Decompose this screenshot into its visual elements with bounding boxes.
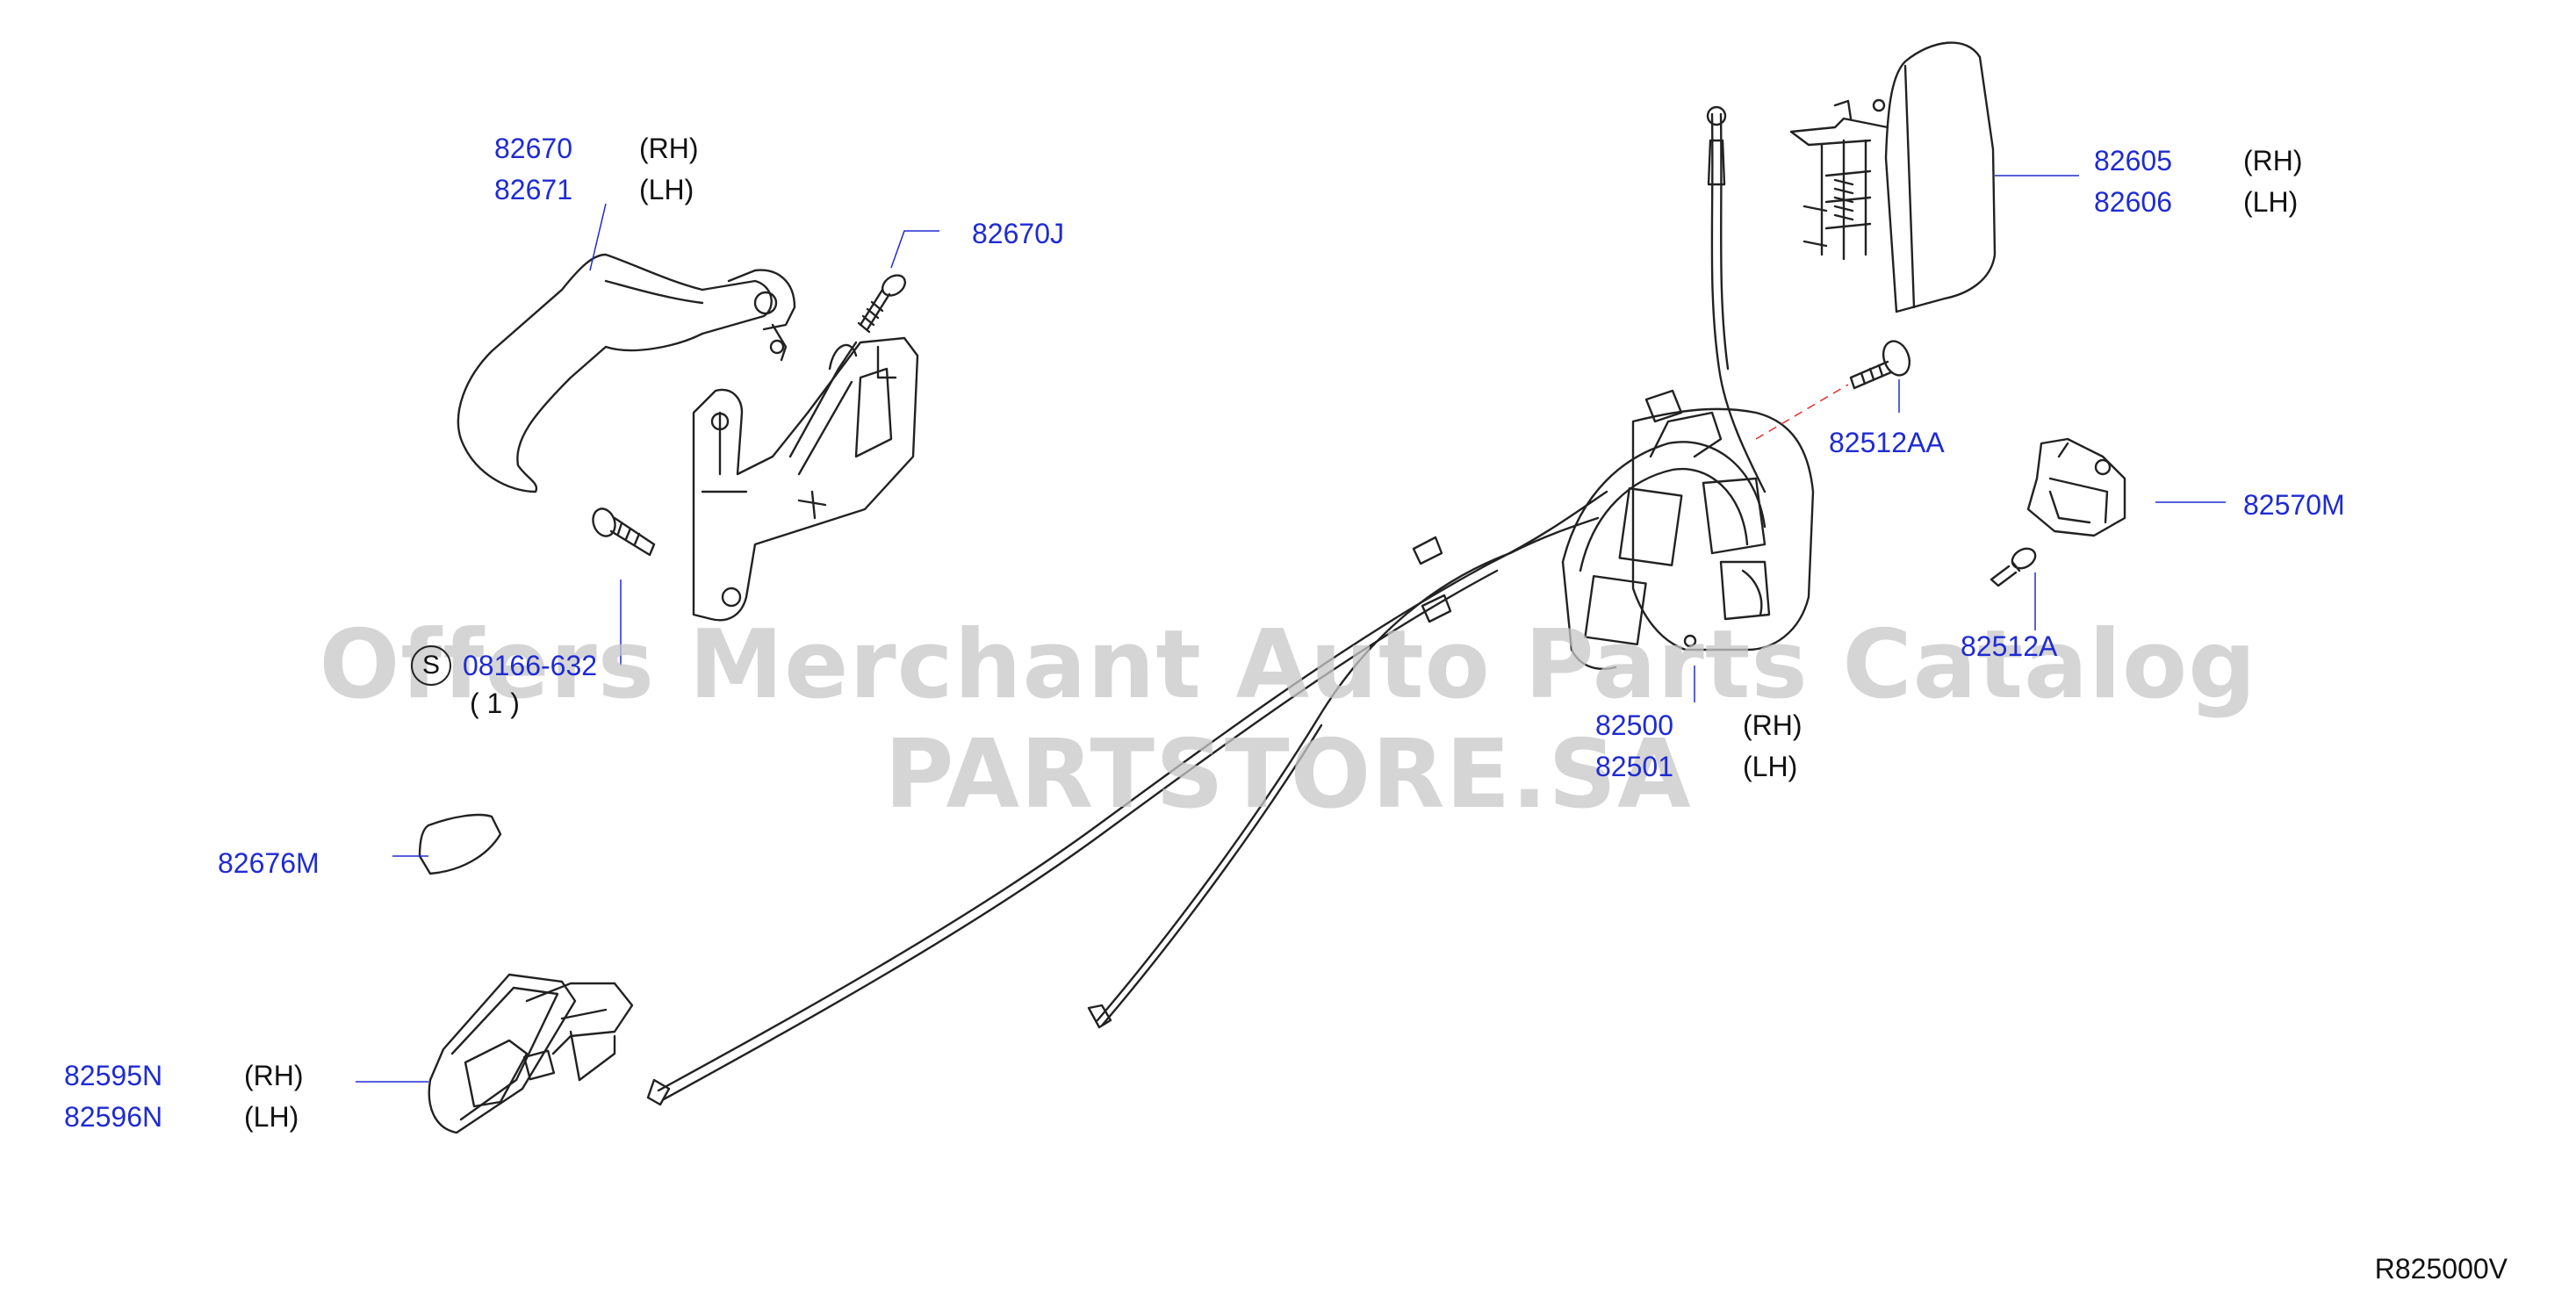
watermark-text: Offers Merchant Auto Parts Catalog PARTS… [319, 610, 2257, 830]
leader-lines [356, 175, 2226, 1083]
outside-handle-part [1789, 41, 1997, 313]
pad-part [418, 813, 502, 875]
part-number-82676m[interactable]: 82676M [218, 847, 320, 879]
handle-bolt-part [592, 508, 656, 557]
bolt-axis-line [1755, 384, 1849, 440]
lock-cables [646, 105, 1767, 1106]
side-label-rh: (RH) [244, 1060, 304, 1091]
side-label-lh: (LH) [2243, 186, 2299, 218]
standard-part-symbol: S [411, 645, 451, 686]
door-lock-part [1561, 389, 1815, 670]
side-label-lh: (LH) [639, 174, 694, 205]
part-number-82500[interactable]: 82500 [1595, 709, 1673, 741]
side-label-lh: (LH) [244, 1101, 299, 1133]
part-number-08166-632[interactable]: 08166-632 [463, 650, 598, 681]
side-label-lh: (LH) [1743, 751, 1798, 782]
part-number-82605[interactable]: 82605 [2094, 145, 2172, 176]
part-number-82512a[interactable]: 82512A [1961, 630, 2058, 662]
striker-part [2026, 437, 2126, 537]
striker-screw-part [1990, 547, 2037, 587]
handle-bracket-part [692, 336, 919, 622]
part-number-82670j[interactable]: 82670J [972, 218, 1064, 249]
lock-bolt-part [1849, 340, 1911, 390]
handle-screw-part [857, 274, 907, 334]
side-label-rh: (RH) [639, 133, 699, 164]
part-number-82596n[interactable]: 82596N [64, 1101, 163, 1133]
part-number-82512aa[interactable]: 82512AA [1829, 427, 1945, 458]
part-number-82670[interactable]: 82670 [494, 133, 572, 164]
side-label-rh: (RH) [1743, 709, 1802, 741]
part-number-82671[interactable]: 82671 [494, 174, 572, 205]
inside-handle-part [457, 253, 796, 493]
part-number-82595n[interactable]: 82595N [64, 1060, 163, 1091]
part-number-82501[interactable]: 82501 [1595, 751, 1673, 782]
diagram-code: R825000V [2374, 1253, 2508, 1285]
rear-handle-part [428, 973, 634, 1134]
side-label-rh: (RH) [2243, 145, 2303, 176]
quantity-label: ( 1 ) [470, 687, 520, 719]
part-number-82570m[interactable]: 82570M [2243, 489, 2345, 521]
part-number-82606[interactable]: 82606 [2094, 186, 2172, 218]
